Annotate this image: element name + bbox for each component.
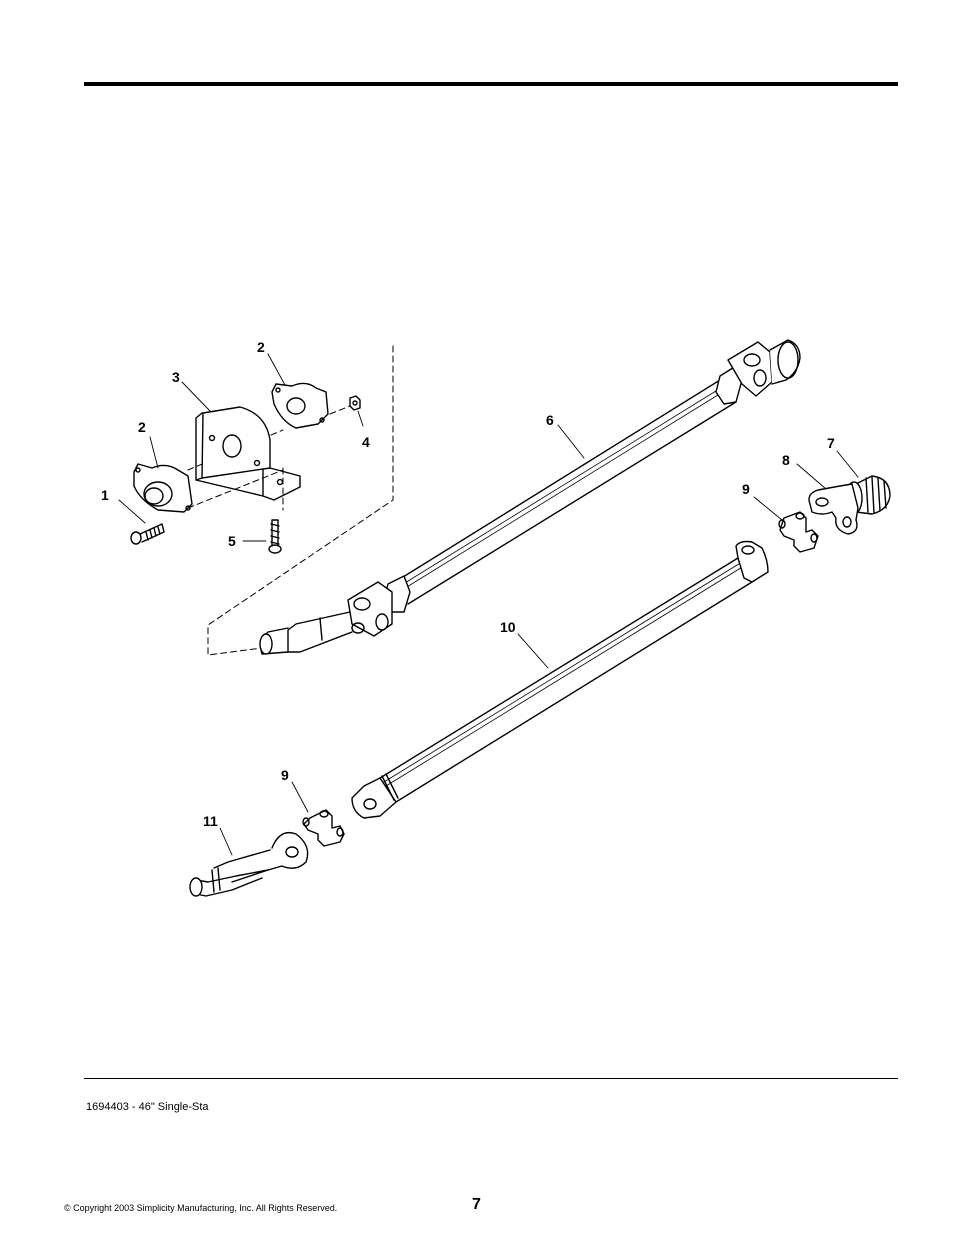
flange-bearing-lower — [133, 463, 193, 513]
page-number: 7 — [472, 1196, 481, 1213]
universal-cross-upper — [778, 511, 819, 553]
callout-leader-lines — [118, 353, 859, 856]
callout-4: 4 — [362, 434, 370, 450]
callout-6: 6 — [546, 412, 554, 428]
universal-cross-lower — [302, 809, 345, 847]
callout-8: 8 — [782, 452, 790, 468]
callout-9-upper: 9 — [742, 481, 750, 497]
callout-9-lower: 9 — [281, 767, 289, 783]
copyright-notice: © Copyright 2003 Simplicity Manufacturin… — [64, 1203, 338, 1213]
steering-shaft-upper — [259, 339, 801, 655]
steering-shaft-tube — [351, 540, 769, 819]
callout-1: 1 — [101, 487, 109, 503]
hex-nut — [349, 395, 361, 411]
self-tapping-screw — [268, 519, 282, 554]
callout-2-lower: 2 — [138, 419, 146, 435]
shaft-yoke — [808, 483, 859, 535]
callout-11: 11 — [203, 813, 218, 829]
callout-2-upper: 2 — [257, 339, 265, 355]
callout-10: 10 — [500, 619, 516, 635]
callout-5: 5 — [228, 533, 236, 549]
header-rule — [84, 82, 898, 86]
carriage-bolt — [130, 523, 165, 545]
bearing-bracket — [195, 406, 301, 501]
callout-7: 7 — [827, 435, 835, 451]
document-reference: 1694403 - 46" Single-Sta — [86, 1101, 209, 1113]
lower-steering-shaft — [189, 831, 309, 897]
callout-3: 3 — [172, 369, 180, 385]
flange-bearing-upper — [271, 382, 329, 429]
footer-rule — [84, 1078, 898, 1079]
callout-labels: 1 2 3 2 4 5 6 7 8 9 10 9 11 — [101, 339, 835, 829]
